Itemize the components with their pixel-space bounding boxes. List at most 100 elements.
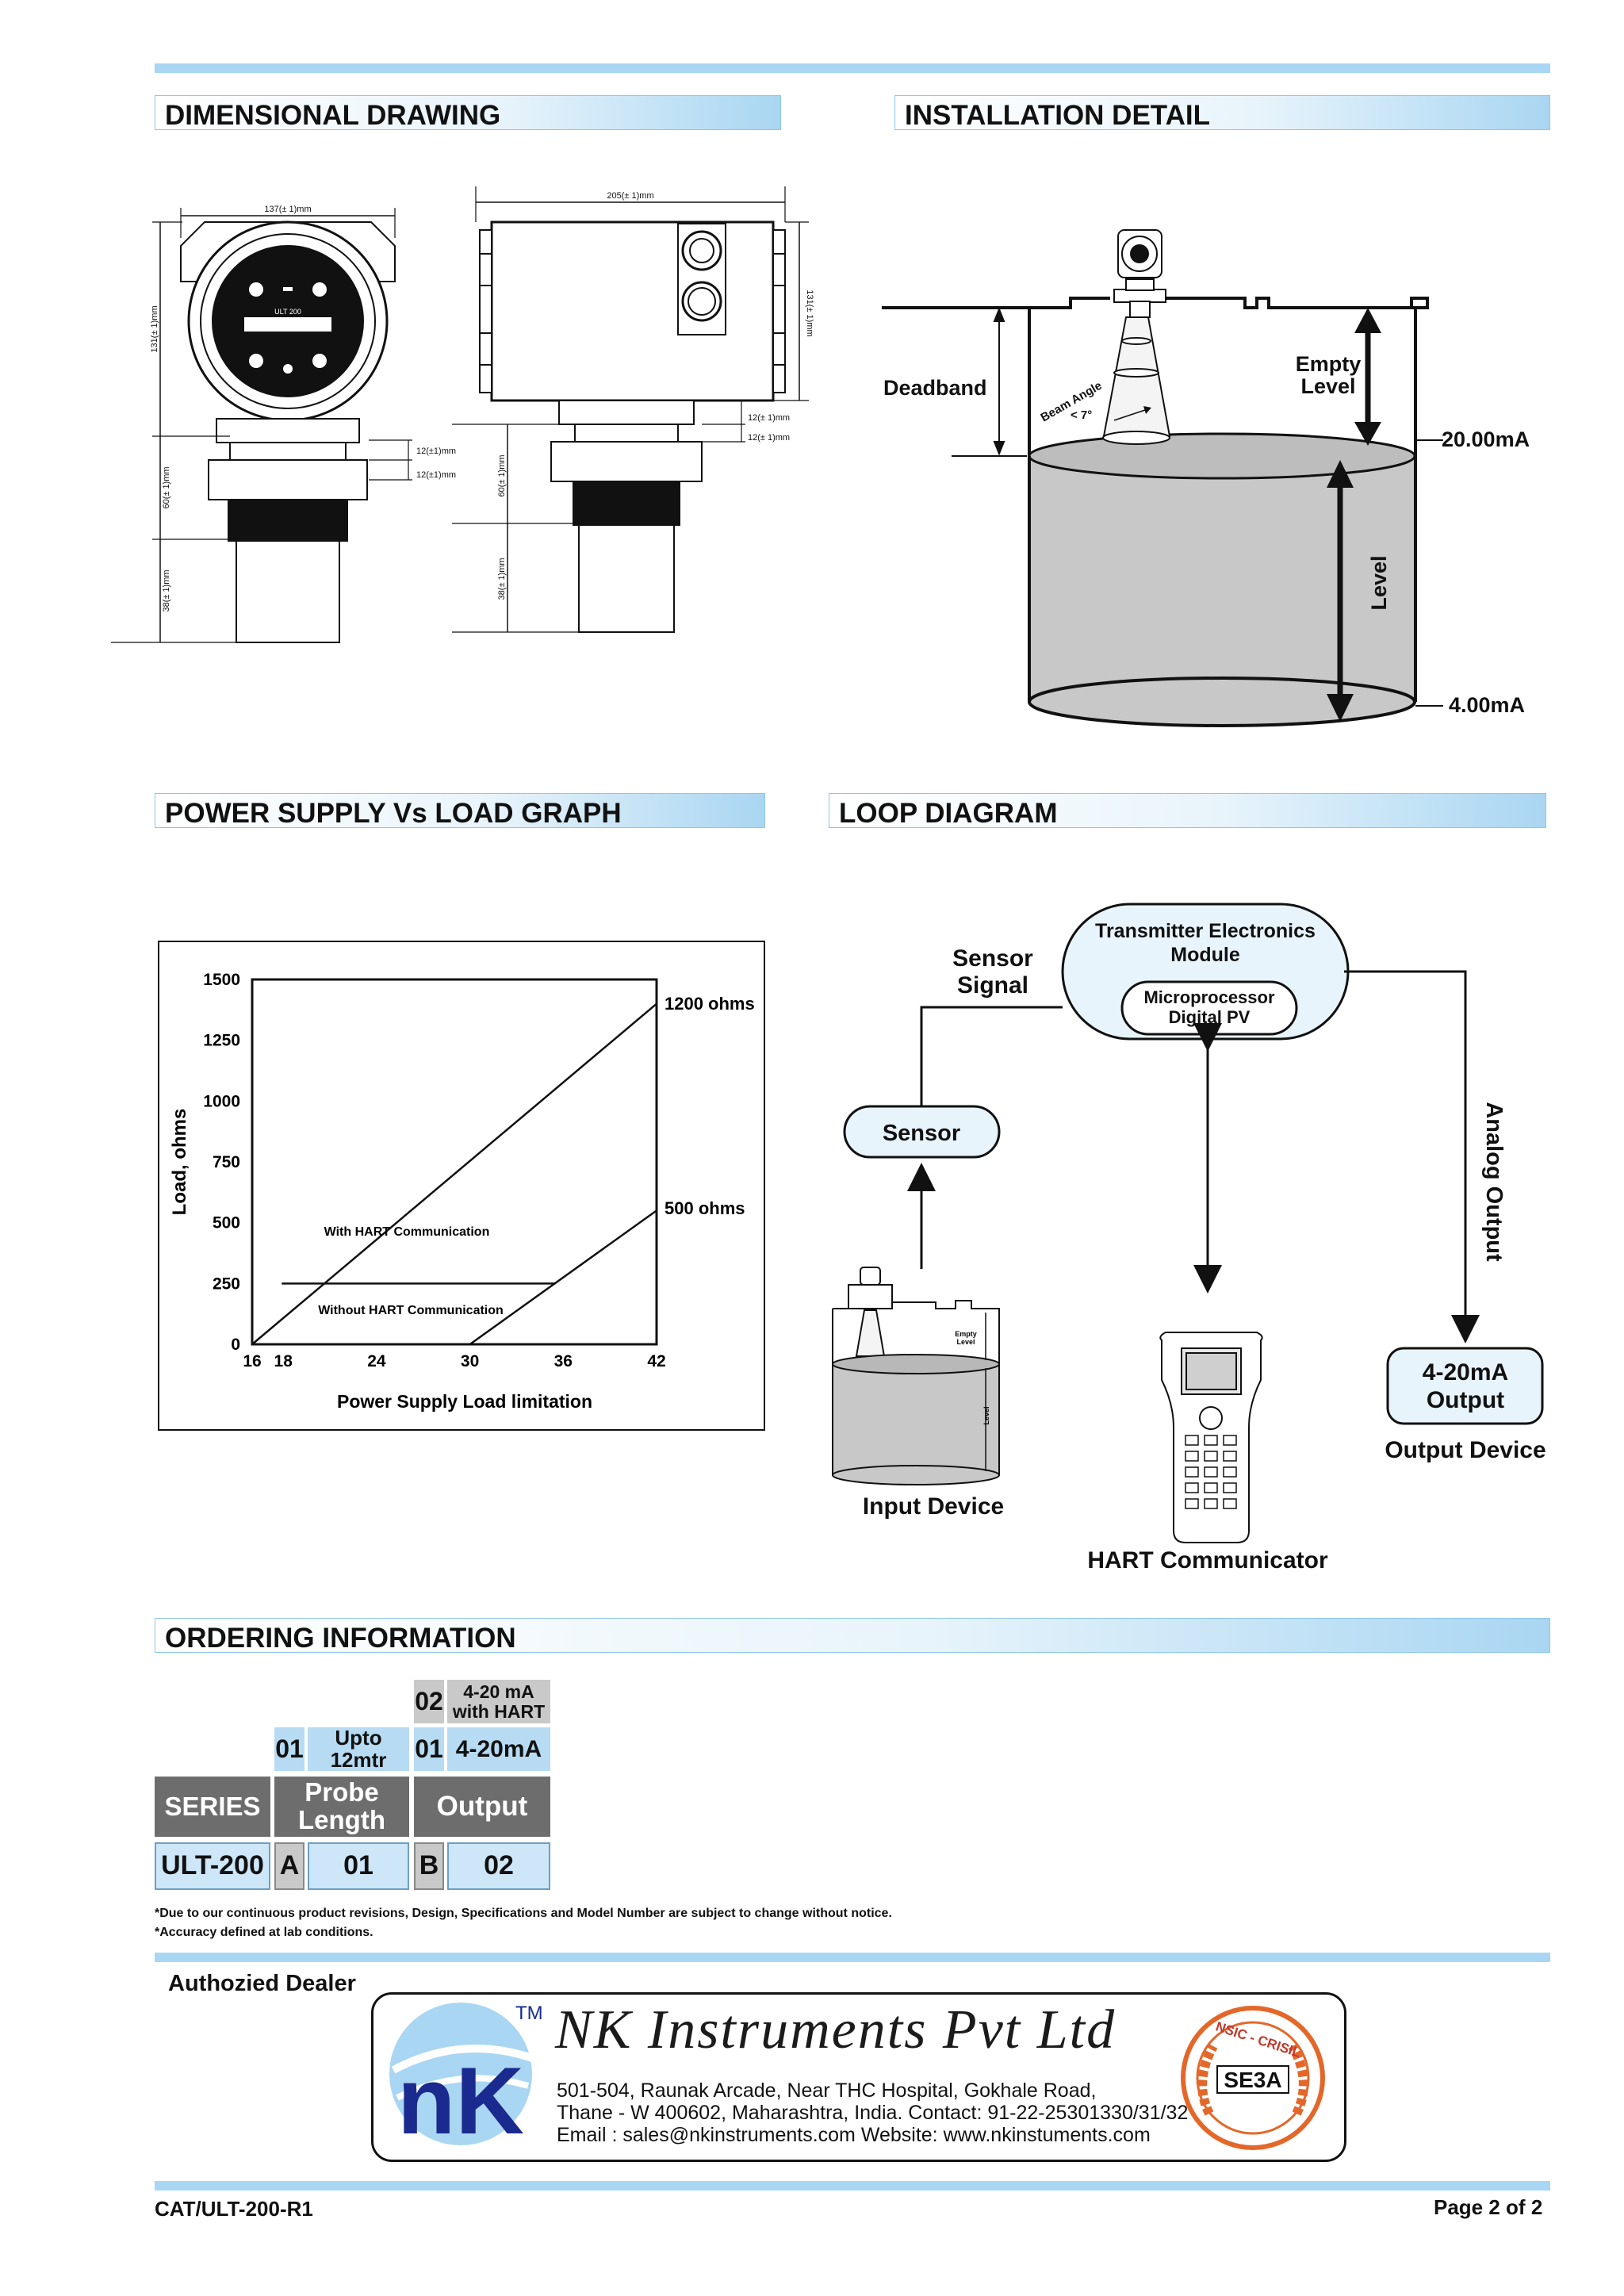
header-text: Probe Length xyxy=(298,1777,385,1834)
ma-bottom-label: 4.00mA xyxy=(1449,693,1525,717)
option-probe-01-label: Upto 12mtr xyxy=(308,1727,409,1771)
section-power-supply-graph: POWER SUPPLY Vs LOAD GRAPH xyxy=(155,793,765,829)
input-device-label: Input Device xyxy=(863,1493,1004,1520)
header-probe-length: Probe Length xyxy=(274,1777,409,1837)
option-output-01-label: 4-20mA xyxy=(447,1727,550,1771)
hart-communicator-label: HART Communicator xyxy=(1087,1547,1328,1573)
label-text: 4-20 mA with HART xyxy=(452,1681,546,1722)
model-probe: 01 xyxy=(308,1842,409,1890)
label-text: 4-20mA xyxy=(455,1735,542,1762)
x-tick-label: 42 xyxy=(647,1352,665,1370)
dim-side-height: 131(± 1)mm xyxy=(805,289,814,336)
model-text: A xyxy=(279,1850,300,1881)
header-text: SERIES xyxy=(164,1791,261,1821)
display-window xyxy=(244,317,331,332)
dim-side-12b: 12(± 1)mm xyxy=(748,433,790,443)
company-name: NK Instruments Pvt Ltd xyxy=(555,1999,1116,2060)
section-title: ORDERING INFORMATION xyxy=(165,1623,516,1654)
output-box[interactable] xyxy=(1386,1347,1544,1425)
address-line-2: Thane - W 400602, Maharashtra, India. Co… xyxy=(557,2102,1189,2124)
installation-detail: Deadband Beam Angle < 7° Empty Level 20.… xyxy=(882,229,1530,727)
button-icon xyxy=(312,282,327,297)
series-line-3 xyxy=(469,1209,657,1346)
catalog-number: CAT/ULT-200-R1 xyxy=(155,2197,313,2221)
dim-side-width: 205(± 1)mm xyxy=(607,191,653,201)
address-line-3: Email : sales@nkinstruments.com Website:… xyxy=(557,2124,1151,2146)
section-installation-detail: INSTALLATION DETAIL xyxy=(894,95,1550,131)
option-probe-01-code: 01 xyxy=(274,1727,304,1771)
deadband-label: Deadband xyxy=(883,376,987,400)
empty-level-label-1: Empty xyxy=(1296,352,1362,376)
footer-rule xyxy=(155,2181,1550,2191)
sensor-signal-label-2: Signal xyxy=(957,972,1028,999)
trademark-mark: TM xyxy=(515,2003,543,2024)
display-text: ULT 200 xyxy=(274,308,301,316)
loop-diagram: Empty Level Level Transmitter Electronic… xyxy=(832,903,1546,1573)
globe-icon xyxy=(389,2003,532,2145)
code-text: 01 xyxy=(275,1734,304,1763)
seal-grade: SE3A xyxy=(1224,2068,1281,2092)
x-tick-label: 24 xyxy=(367,1352,386,1370)
dimensional-drawing: ULT 200 xyxy=(111,186,814,643)
dim-12b: 12(±1)mm xyxy=(416,470,456,480)
y-tick-label: 500 xyxy=(213,1214,240,1232)
option-output-02-label: 4-20 mA with HART xyxy=(447,1680,550,1723)
dim-side-60: 60(± 1)mm xyxy=(497,454,507,496)
dim-38: 38(± 1)mm xyxy=(162,569,171,611)
y-axis-label: Load, ohms xyxy=(169,1109,190,1216)
code-text: 01 xyxy=(415,1734,443,1763)
divider-rule xyxy=(155,1953,1550,1962)
y-tick-label: 0 xyxy=(231,1336,240,1354)
output-box-label-1: 4-20mA xyxy=(1423,1359,1508,1386)
dim-side-38: 38(± 1)mm xyxy=(497,558,507,600)
header-series: SERIES xyxy=(155,1777,270,1837)
y-tick-label: 1000 xyxy=(203,1092,240,1110)
x-tick-label: 16 xyxy=(243,1352,261,1370)
section-title: DIMENSIONAL DRAWING xyxy=(165,100,501,131)
button-icon xyxy=(283,287,293,291)
x-tick-label: 36 xyxy=(554,1352,573,1370)
empty-level-label-2: Level xyxy=(1300,374,1355,398)
button-icon xyxy=(249,282,263,297)
plot-area xyxy=(251,978,658,1346)
dealer-label: Authozied Dealer xyxy=(168,1971,356,1996)
sensor-signal-label-1: Sensor xyxy=(952,945,1033,972)
laurel-icon xyxy=(1288,2044,1308,2116)
annotation-without-hart: Without HART Communication xyxy=(318,1304,504,1317)
ma-top-label: 20.00mA xyxy=(1442,427,1530,451)
section-title: LOOP DIAGRAM xyxy=(839,798,1058,829)
section-loop-diagram: LOOP DIAGRAM xyxy=(829,793,1546,829)
model-text: 01 xyxy=(343,1850,373,1881)
laurel-icon xyxy=(1197,2044,1218,2116)
model-text: B xyxy=(419,1850,439,1881)
label-text: Upto 12mtr xyxy=(330,1726,387,1772)
y-tick-label: 250 xyxy=(213,1274,240,1293)
section-ordering-information: ORDERING INFORMATION xyxy=(155,1618,1550,1654)
tem-title-1: Transmitter Electronics xyxy=(1095,920,1316,942)
option-output-01-code: 01 xyxy=(414,1727,444,1771)
tem-title-2: Module xyxy=(1170,944,1240,966)
address-line-1: 501-504, Raunak Arcade, Near THC Hospita… xyxy=(557,2079,1097,2102)
dim-front-width: 137(± 1)mm xyxy=(264,205,311,214)
nsic-crisil-seal: NSIC - CRISIL SE3A xyxy=(1181,2006,1325,2150)
model-b: B xyxy=(414,1842,444,1890)
annotation-with-hart: With HART Communication xyxy=(324,1225,490,1239)
model-text: ULT-200 xyxy=(161,1850,264,1881)
model-text: 02 xyxy=(484,1850,514,1881)
section-dimensional-drawing: DIMENSIONAL DRAWING xyxy=(155,95,781,131)
model-a: A xyxy=(274,1842,304,1890)
output-device-label: Output Device xyxy=(1385,1437,1545,1463)
output-box-label-2: Output xyxy=(1427,1387,1504,1413)
y-tick-label: 1500 xyxy=(203,971,240,989)
header-output: Output xyxy=(414,1777,550,1837)
model-series: ULT-200 xyxy=(155,1842,270,1890)
x-tick-label: 18 xyxy=(274,1352,293,1370)
level-label: Level xyxy=(1367,555,1391,610)
mini-empty-level-2: Level xyxy=(956,1338,975,1346)
mini-empty-level-1: Empty xyxy=(955,1330,977,1338)
button-icon xyxy=(249,354,263,368)
microprocessor-label-1: Microprocessor xyxy=(1143,987,1274,1007)
model-output: 02 xyxy=(447,1842,550,1890)
note-revisions: *Due to our continuous product revisions… xyxy=(155,1907,892,1920)
